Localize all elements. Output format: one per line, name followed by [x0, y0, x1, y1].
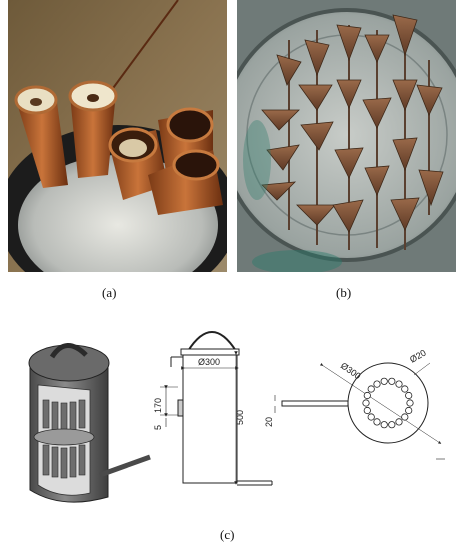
caption-a: (a) [102, 285, 117, 300]
top-view [274, 362, 445, 460]
technical-drawing-c: Ø300 500 170 5 [0, 305, 456, 520]
dim-height: 500 [235, 410, 245, 425]
dim-gap: 5 [153, 425, 163, 430]
dim-pipe-offset: 20 [264, 417, 274, 427]
photo-a-illustration [8, 0, 227, 272]
isometric-view [28, 343, 151, 503]
dim-hole-diameter: Ø20 [408, 348, 428, 365]
caption-b: (b) [336, 285, 352, 300]
photo-b-illustration [237, 0, 456, 272]
side-elevation [160, 331, 273, 486]
photo-b-cone-plate [237, 0, 456, 272]
dim-section-height: 170 [153, 398, 163, 413]
drawing-svg: Ø300 500 170 5 [28, 331, 445, 503]
hole-circle [362, 377, 414, 429]
photo-a-copper-cones [8, 0, 227, 272]
dim-side-diameter: Ø300 [198, 357, 220, 367]
dim-top-diameter: Ø300 [339, 360, 363, 381]
caption-c: (c) [220, 527, 235, 542]
